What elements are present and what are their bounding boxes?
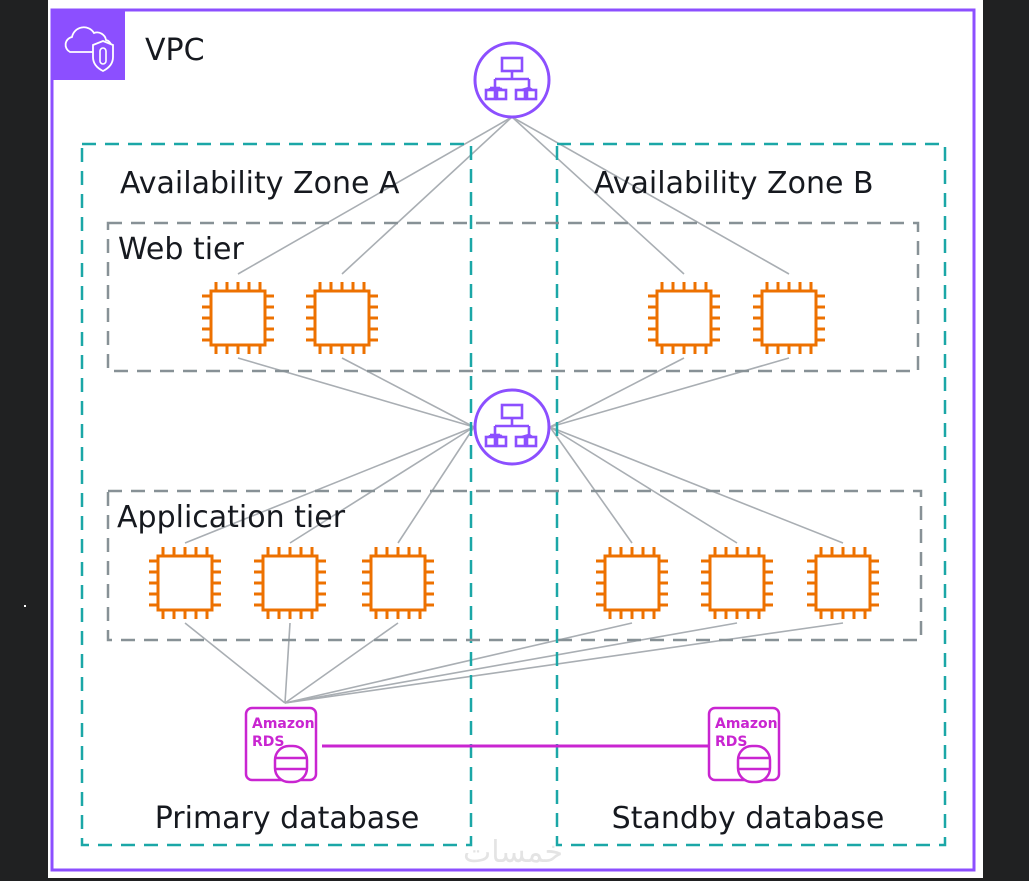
rds-standby-icon[interactable]: Amazon RDS <box>707 706 781 784</box>
rds-primary-badge-line1: Amazon <box>252 716 315 732</box>
connector-app-to-db-3 <box>284 622 633 704</box>
availability-zone-a <box>80 142 473 847</box>
database-cylinder-icon <box>736 744 772 784</box>
rds-standby-badge-line1: Amazon <box>715 716 778 732</box>
connector-lb-to-app-0 <box>184 426 475 544</box>
vpc-boundary <box>50 8 976 872</box>
web-instance-2[interactable] <box>306 282 378 354</box>
connector-lb-to-app-4 <box>549 426 738 544</box>
connector-lb-to-web-0 <box>237 116 513 275</box>
vpc-icon <box>52 10 125 80</box>
connector-app-to-db-5 <box>284 622 844 704</box>
rds-primary-icon[interactable]: Amazon RDS <box>244 706 318 784</box>
web-instance-3[interactable] <box>648 282 720 354</box>
web-instance-1[interactable] <box>202 282 274 354</box>
web-tier-group <box>106 221 920 373</box>
connectors <box>184 116 844 704</box>
hierarchy-icon <box>484 403 538 448</box>
app-instance-6[interactable] <box>807 547 879 619</box>
app-instance-2[interactable] <box>254 547 326 619</box>
rds-standby-badge-line2: RDS <box>715 734 747 750</box>
vpc-label: VPC <box>145 33 205 68</box>
availability-zone-b <box>555 142 947 847</box>
app-tier-label: Application tier <box>117 500 346 535</box>
connector-app-to-db-1 <box>284 622 291 704</box>
connector-lb-to-web-1 <box>341 116 513 275</box>
zone-a-label: Availability Zone A <box>120 166 400 201</box>
connector-lb-to-web-2 <box>511 116 685 275</box>
database-cylinder-icon <box>273 744 309 784</box>
load-balancer-external[interactable] <box>473 41 551 119</box>
standby-database-label: Standby database <box>612 801 885 836</box>
watermark: خمسات <box>463 835 563 870</box>
connector-app-to-db-4 <box>284 622 738 704</box>
rds-primary-badge-line2: RDS <box>252 734 284 750</box>
connector-lb-to-app-5 <box>549 426 844 544</box>
zone-b-label: Availability Zone B <box>594 166 874 201</box>
web-instance-4[interactable] <box>753 282 825 354</box>
app-instance-1[interactable] <box>149 547 221 619</box>
connector-web-to-lb-3 <box>549 357 790 428</box>
connector-web-to-lb-2 <box>549 357 685 428</box>
app-instance-5[interactable] <box>701 547 773 619</box>
connector-app-to-db-2 <box>284 622 399 704</box>
app-instance-4[interactable] <box>596 547 668 619</box>
connector-app-to-db-0 <box>184 622 286 704</box>
web-tier-label: Web tier <box>118 232 244 267</box>
stray-dot <box>24 605 26 607</box>
load-balancers <box>473 41 551 466</box>
ec2-instances <box>149 282 879 619</box>
load-balancer-internal[interactable] <box>473 388 551 466</box>
app-instance-3[interactable] <box>362 547 434 619</box>
primary-database-label: Primary database <box>155 801 420 836</box>
connector-lb-to-app-2 <box>397 426 475 544</box>
connector-web-to-lb-1 <box>341 357 475 428</box>
connector-lb-to-app-3 <box>549 426 633 544</box>
connector-web-to-lb-0 <box>237 357 475 428</box>
connector-lb-to-app-1 <box>289 426 475 544</box>
hierarchy-icon <box>484 56 538 101</box>
app-tier-group <box>106 489 923 642</box>
